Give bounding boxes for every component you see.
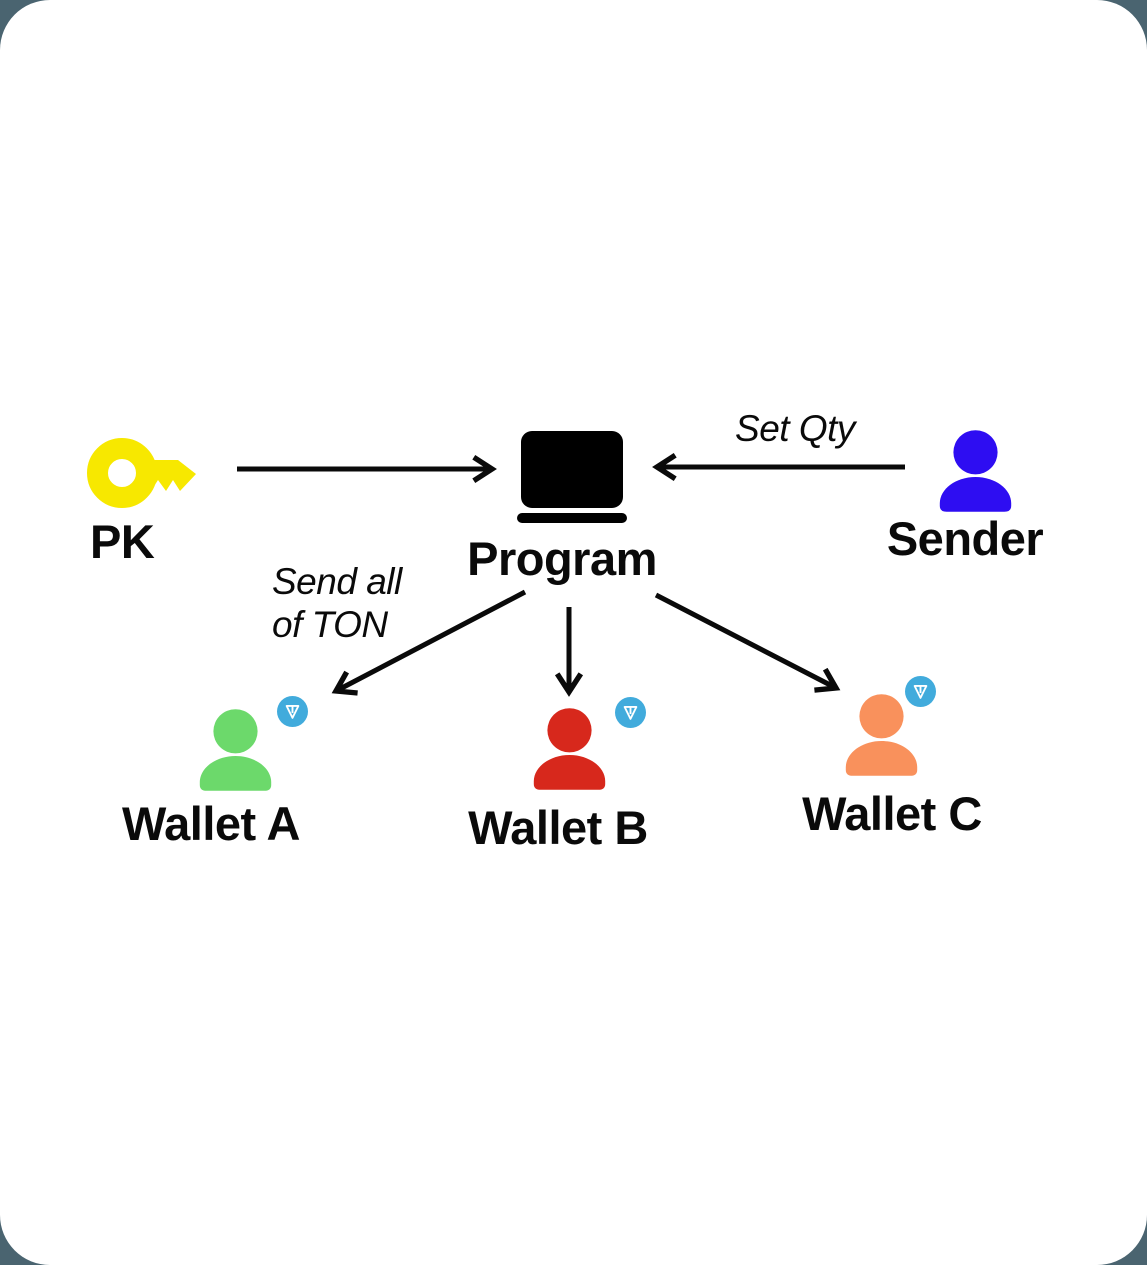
person-icon-wallet-c	[845, 694, 918, 776]
wallet-c-label: Wallet C	[802, 787, 982, 840]
arrow-program-to-wallet-c	[654, 592, 841, 693]
person-icon-wallet-a	[199, 709, 272, 791]
wallet-b-label: Wallet B	[468, 801, 648, 854]
program-label: Program	[467, 532, 657, 585]
ton-badge-icon-wallet-c	[905, 676, 936, 707]
arrow-program-to-wallet-a	[331, 589, 527, 696]
key-icon	[87, 438, 196, 508]
person-icon-wallet-b	[533, 708, 606, 790]
edge-label-send-all: Send all of TON	[272, 560, 402, 646]
ton-badge-icon-wallet-a	[277, 696, 308, 727]
edge-label-send-all-line2: of TON	[272, 604, 388, 645]
edge-label-set-qty: Set Qty	[735, 408, 855, 449]
laptop-icon	[517, 431, 627, 523]
ton-badge-icon-wallet-b	[615, 697, 646, 728]
wallet-a-label: Wallet A	[122, 797, 300, 850]
person-icon-sender	[939, 430, 1012, 512]
pk-label: PK	[90, 515, 155, 568]
edge-label-send-all-line1: Send all	[272, 561, 402, 602]
sender-label: Sender	[886, 512, 1044, 565]
